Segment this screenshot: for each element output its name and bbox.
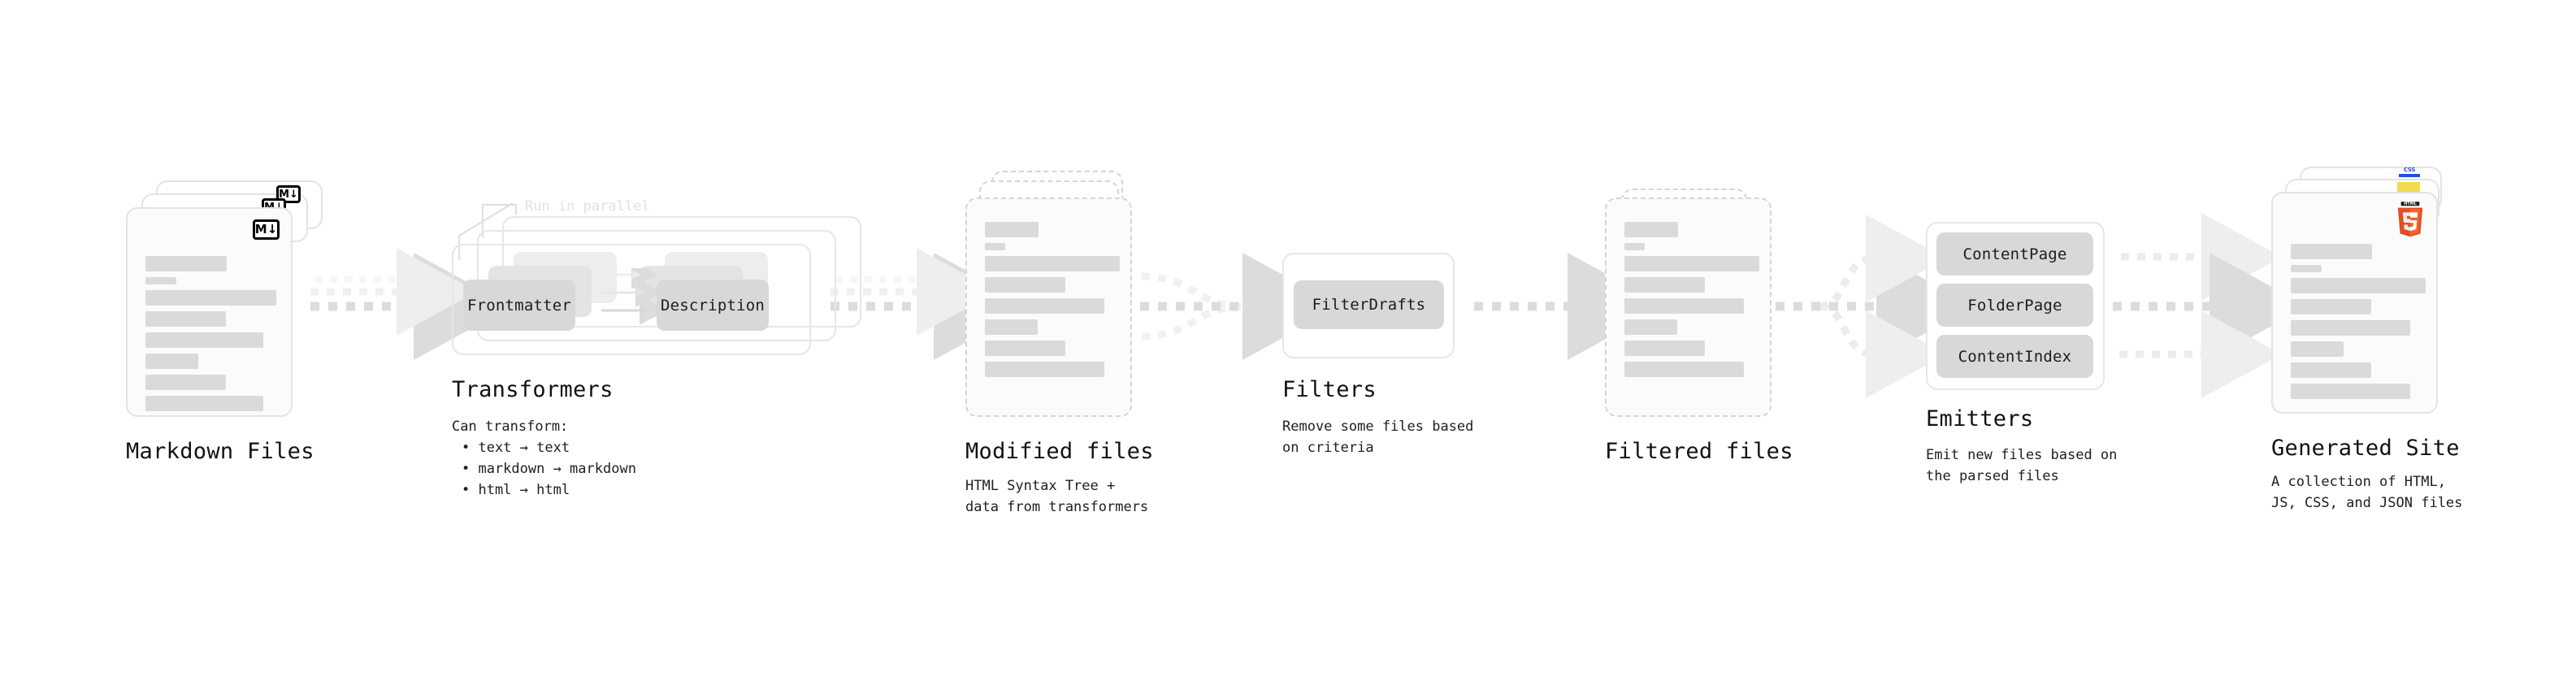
- placeholder-line: [985, 222, 1039, 237]
- site-card-front: HTML: [2271, 192, 2438, 414]
- md-badge-letter: M: [254, 222, 267, 236]
- markdown-placeholder-lines: [145, 256, 276, 417]
- placeholder-line: [145, 396, 263, 411]
- filters-pill-label: FilterDrafts: [1312, 296, 1426, 314]
- placeholder-line: [985, 319, 1038, 335]
- emitters-pill-contentindex[interactable]: ContentIndex: [1936, 335, 2093, 378]
- modified-files-title: Modified files: [965, 439, 1154, 464]
- transformer-pill-frontmatter[interactable]: Frontmatter: [463, 280, 575, 331]
- transformers-description-heading: Can transform:: [452, 419, 569, 435]
- transformer-pill-label: Frontmatter: [466, 296, 572, 314]
- placeholder-line: [1624, 222, 1678, 237]
- placeholder-line: [2291, 320, 2410, 336]
- emitters-pill-label: ContentPage: [1962, 245, 2067, 263]
- placeholder-line: [1624, 256, 1759, 271]
- md-badge: M↓: [253, 219, 280, 240]
- placeholder-line: [2291, 244, 2372, 259]
- placeholder-line: [1624, 277, 1705, 293]
- placeholder-line: [1624, 362, 1744, 377]
- placeholder-line: [145, 290, 276, 306]
- css-badge-label: CSS: [2403, 167, 2416, 173]
- placeholder-line: [985, 362, 1104, 377]
- markdown-files-title: Markdown Files: [126, 439, 314, 464]
- md-badge-back: M↓: [276, 185, 301, 203]
- html5-top-label: HTML: [2404, 202, 2416, 206]
- modified-placeholder-lines: [985, 222, 1120, 383]
- filters-pill-filterdrafts[interactable]: FilterDrafts: [1294, 280, 1444, 329]
- placeholder-line: [2291, 384, 2410, 399]
- generated-site-title: Generated Site: [2271, 436, 2460, 461]
- transformer-pill-description[interactable]: Description: [657, 280, 769, 331]
- placeholder-line: [145, 332, 263, 348]
- placeholder-line: [1624, 340, 1705, 356]
- markdown-card-front: M↓: [126, 207, 293, 417]
- emitters-title: Emitters: [1926, 406, 2034, 432]
- placeholder-line: [1624, 298, 1744, 314]
- filtered-files-title: Filtered files: [1605, 439, 1793, 464]
- filters-description: Remove some files based on criteria: [1282, 419, 1474, 457]
- emitters-pill-folderpage[interactable]: FolderPage: [1936, 284, 2093, 327]
- placeholder-line: [985, 340, 1065, 356]
- transformers-description-item-1: • markdown → markdown: [462, 461, 636, 477]
- md-badge-letter: M: [279, 188, 290, 201]
- transformers-description-item-0: • text → text: [462, 440, 570, 456]
- run-in-parallel-label: Run in parallel: [525, 198, 650, 215]
- conn-modified-to-filters: [1140, 253, 1341, 360]
- placeholder-line: [985, 298, 1104, 314]
- filtered-placeholder-lines: [1624, 222, 1759, 383]
- placeholder-line: [145, 375, 226, 390]
- filtered-card-front: [1605, 197, 1772, 417]
- emitters-pill-contentpage[interactable]: ContentPage: [1936, 232, 2093, 275]
- emitters-pill-label: FolderPage: [1967, 296, 2062, 314]
- filters-title: Filters: [1282, 377, 1377, 402]
- placeholder-line: [145, 311, 226, 327]
- emitters-pill-label: ContentIndex: [1958, 347, 2072, 366]
- conn-filtered-to-emitters: [1776, 215, 1975, 398]
- emitters-description: Emit new files based on the parsed files: [1926, 447, 2118, 485]
- modified-files-description: HTML Syntax Tree + data from transformer…: [965, 478, 1149, 516]
- transformers-description-item-2: • html → html: [462, 482, 570, 498]
- conn-md-to-transformers: [310, 248, 512, 360]
- css-badge-bar: [2399, 174, 2420, 177]
- md-badge-arrow: ↓: [267, 222, 278, 236]
- placeholder-line: [2291, 362, 2371, 378]
- placeholder-line: [2291, 299, 2371, 314]
- placeholder-line: [985, 256, 1120, 271]
- css-badge: CSS: [2399, 167, 2420, 177]
- placeholder-line: [145, 277, 176, 284]
- transformer-inner-arrows: [601, 268, 666, 325]
- placeholder-line: [2291, 278, 2426, 293]
- md-badge-arrow: ↓: [289, 188, 298, 201]
- placeholder-line: [1624, 319, 1677, 335]
- placeholder-line: [2291, 265, 2322, 272]
- transformer-pill-label: Description: [660, 296, 765, 314]
- transformer-frame-front: [452, 244, 811, 355]
- html5-logo: HTML: [2397, 202, 2423, 237]
- generated-site-description: A collection of HTML, JS, CSS, and JSON …: [2271, 474, 2463, 512]
- placeholder-line: [145, 256, 227, 271]
- placeholder-line: [145, 354, 198, 369]
- placeholder-line: [1624, 243, 1645, 250]
- modified-card-front: [965, 197, 1132, 417]
- placeholder-line: [2291, 341, 2344, 357]
- transformers-title: Transformers: [452, 377, 614, 402]
- conn-emitters-to-site: [2113, 213, 2308, 398]
- site-placeholder-lines: [2291, 244, 2426, 405]
- placeholder-line: [985, 243, 1005, 250]
- placeholder-line: [985, 277, 1065, 293]
